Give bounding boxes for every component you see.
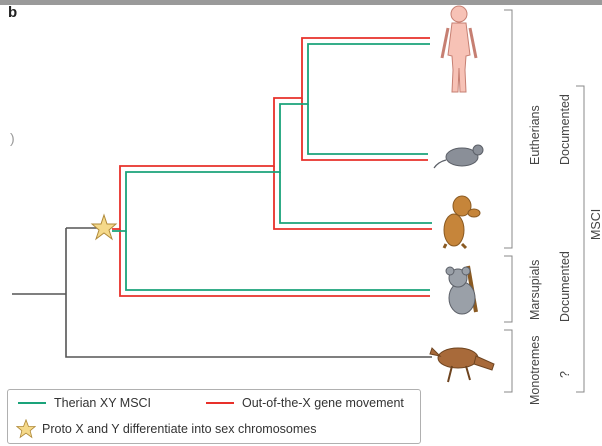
legend-item-proto: Proto X and Y differentiate into sex chr… bbox=[16, 419, 316, 439]
status-label-eutherians: Documented bbox=[558, 94, 572, 165]
legend-star-icon bbox=[16, 419, 36, 439]
green-lineage bbox=[112, 44, 432, 290]
dog-icon bbox=[444, 196, 480, 248]
group-label-monotremes: Monotremes bbox=[528, 336, 542, 405]
legend-item-therian: Therian XY MSCI bbox=[18, 396, 151, 410]
legend-label-out-of-x: Out-of-the-X gene movement bbox=[242, 396, 404, 410]
green-swatch bbox=[18, 402, 46, 404]
status-label-marsupials: Documented bbox=[558, 251, 572, 322]
platypus-icon bbox=[430, 348, 494, 382]
group-brackets bbox=[504, 10, 584, 392]
group-label-marsupials: Marsupials bbox=[528, 260, 542, 320]
star-icon bbox=[92, 215, 116, 239]
legend: Therian XY MSCI Out-of-the-X gene moveme… bbox=[7, 389, 421, 444]
status-label-monotremes: ? bbox=[558, 371, 572, 378]
red-lineage bbox=[112, 38, 432, 296]
group-label-eutherians: Eutherians bbox=[528, 105, 542, 165]
legend-label-proto: Proto X and Y differentiate into sex chr… bbox=[42, 422, 316, 436]
mouse-icon bbox=[434, 145, 483, 168]
basal-branches bbox=[12, 228, 432, 357]
koala-icon bbox=[446, 266, 476, 314]
human-icon bbox=[442, 6, 476, 92]
msci-label: MSCI bbox=[589, 209, 602, 240]
red-swatch bbox=[206, 402, 234, 404]
legend-item-out-of-x: Out-of-the-X gene movement bbox=[206, 396, 404, 410]
legend-label-therian: Therian XY MSCI bbox=[54, 396, 151, 410]
